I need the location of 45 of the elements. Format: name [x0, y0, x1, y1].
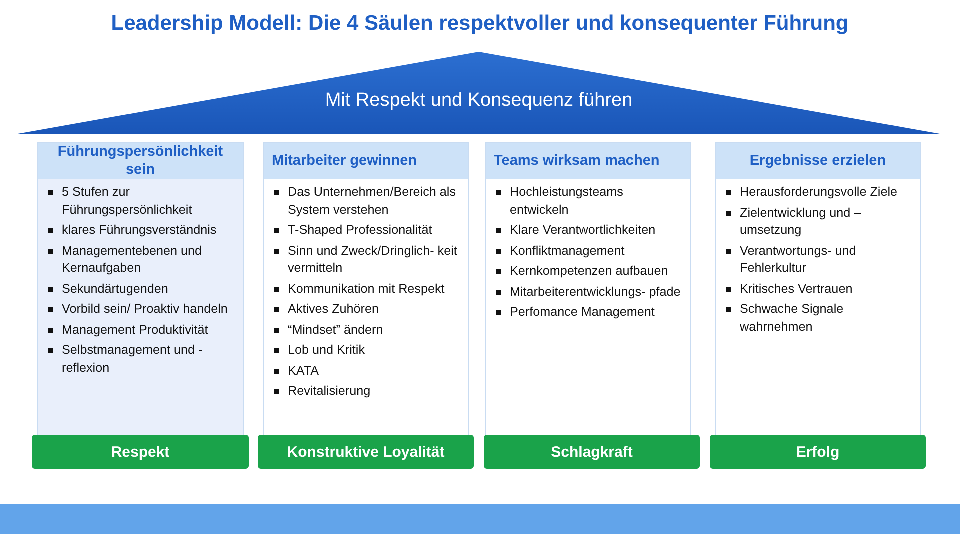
bullet-text: Selbstmanagement und -reflexion: [62, 342, 204, 376]
bullet-text: Management Produktivität: [62, 322, 208, 339]
pillar-base: [32, 435, 249, 469]
bullet-text: Managementebenen und Kernaufgaben: [62, 242, 204, 277]
pillar-card: [37, 142, 244, 436]
bullet-text: klares Führungsverständnis: [62, 222, 217, 239]
bullet-text: Revitalisierung: [288, 383, 371, 400]
pillar-card: [485, 142, 691, 436]
bullet-text: Mitarbeiterentwicklungs- pfade: [510, 284, 681, 301]
pillar-base: [484, 435, 700, 469]
bullet-text: Hochleistungsteams entwickeln: [510, 184, 624, 218]
bullet-text: Herausforderungsvolle Ziele: [740, 184, 898, 201]
bullet-text: Klare Verantwortlichkeiten: [510, 222, 656, 239]
base-label: Konstruktive Loyalität: [287, 444, 445, 460]
bullet-text: Verantwortungs- und Fehlerkultur: [740, 242, 858, 277]
pillar-heading: Teams wirksam machen: [486, 143, 690, 179]
bullet-text: Perfomance Management: [510, 304, 655, 321]
base-label: Schlagkraft: [551, 444, 633, 460]
bullet-text: Kommunikation mit Respekt: [288, 280, 445, 298]
roof-text: Mit Respekt und Konsequenz führen: [325, 90, 633, 112]
base-label: Respekt: [111, 444, 170, 460]
bullet-text: Lob und Kritik: [288, 342, 366, 359]
bullet-text: Das Unternehmen/Bereich als System verstehen: [288, 184, 457, 219]
pillar-heading: Führungspersönlichkeit sein: [38, 143, 243, 179]
roof-triangle: [18, 52, 940, 134]
bullet-text: Zielentwicklung und – umsetzung: [740, 204, 862, 239]
bullet-text: Sekundärtugenden: [62, 280, 168, 298]
pillar-base: [710, 435, 926, 469]
pillar-card: [715, 142, 921, 436]
bullet-text: Kritisches Vertrauen: [740, 280, 853, 298]
bullet-text: Sinn und Zweck/Dringlich- keit vermitteln: [288, 242, 458, 277]
pillar-heading: Mitarbeiter gewinnen: [264, 143, 468, 179]
bullet-text: Kernkompetenzen aufbauen: [510, 263, 668, 280]
bullet-text: “Mindset” ändern: [288, 322, 384, 338]
bullet-text: Schwache Signale wahrnehmen: [740, 301, 845, 336]
pillar-heading: Ergebnisse erzielen: [716, 143, 920, 179]
bullet-text: T-Shaped Professionalität: [288, 222, 432, 239]
pillar-card: [263, 142, 469, 436]
bullet-text: KATA: [288, 362, 320, 380]
base-label: Erfolg: [796, 444, 840, 460]
bullet-text: Konfliktmanagement: [510, 242, 625, 260]
title: Leadership Modell: Die 4 Säulen respektvoller und konsequenter Führung: [110, 12, 850, 36]
bullet-text: Aktives Zuhören: [288, 301, 379, 318]
pillar-base: [258, 435, 474, 469]
bullet-text: Vorbild sein/ Proaktiv handeln: [62, 301, 228, 318]
